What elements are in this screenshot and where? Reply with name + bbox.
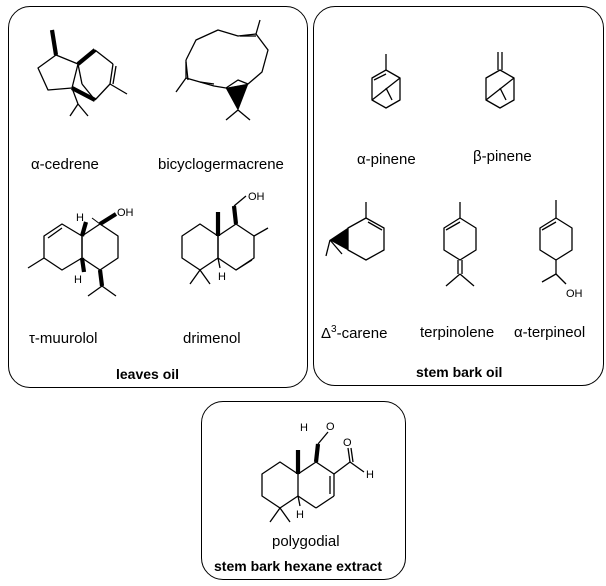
polygodial-h-top: H xyxy=(300,422,308,434)
structure-alpha-cedrene xyxy=(37,29,128,117)
structure-alpha-terpineol xyxy=(539,200,573,285)
label-terpinolene: terpinolene xyxy=(420,324,495,341)
polygodial-h-right: H xyxy=(366,469,374,481)
terpineol-oh: OH xyxy=(566,288,583,300)
label-polygodial: polygodial xyxy=(272,533,340,550)
title-stem-bark-oil: stem bark oil xyxy=(416,364,503,380)
title-leaves-oil: leaves oil xyxy=(116,366,180,382)
structure-terpinolene xyxy=(443,202,477,287)
carene-superscript: 3 xyxy=(331,324,337,335)
label-drimenol: drimenol xyxy=(183,330,241,347)
title-stem-bark-hexane-extract: stem bark hexane extract xyxy=(214,558,383,574)
polygodial-o-right: O xyxy=(343,437,352,449)
polygodial-o-top: O xyxy=(326,421,335,433)
structure-delta3-carene xyxy=(325,202,385,261)
muurolol-oh: OH xyxy=(117,207,134,219)
carene-prefix: Δ xyxy=(321,325,332,342)
label-alpha-terpineol: α-terpineol xyxy=(514,324,586,341)
structure-beta-pinene xyxy=(485,52,515,109)
drimenol-oh: OH xyxy=(248,191,265,203)
label-alpha-pinene: α-pinene xyxy=(357,151,416,168)
structure-polygodial xyxy=(261,431,365,523)
structure-tau-muurolol xyxy=(27,212,119,297)
label-delta3-carene: Δ3-carene xyxy=(321,324,387,342)
panel-stem-bark-hexane-extract xyxy=(201,401,406,580)
label-alpha-cedrene: α-cedrene xyxy=(31,156,99,173)
muurolol-h-top: H xyxy=(76,212,84,224)
panel-stem-bark-oil xyxy=(313,6,604,386)
structure-bicyclogermacrene xyxy=(175,19,269,121)
structure-alpha-pinene xyxy=(371,54,401,109)
structure-drimenol xyxy=(181,195,269,285)
label-bicyclogermacrene: bicyclogermacrene xyxy=(158,156,284,173)
carene-suffix: -carene xyxy=(336,325,388,342)
muurolol-h-bottom: H xyxy=(74,274,82,286)
label-tau-muurolol: τ-muurolol xyxy=(29,330,98,347)
drimenol-h: H xyxy=(218,271,226,283)
label-beta-pinene: β-pinene xyxy=(473,148,532,165)
panel-leaves-oil xyxy=(8,6,308,388)
polygodial-h-bottom: H xyxy=(296,509,304,521)
